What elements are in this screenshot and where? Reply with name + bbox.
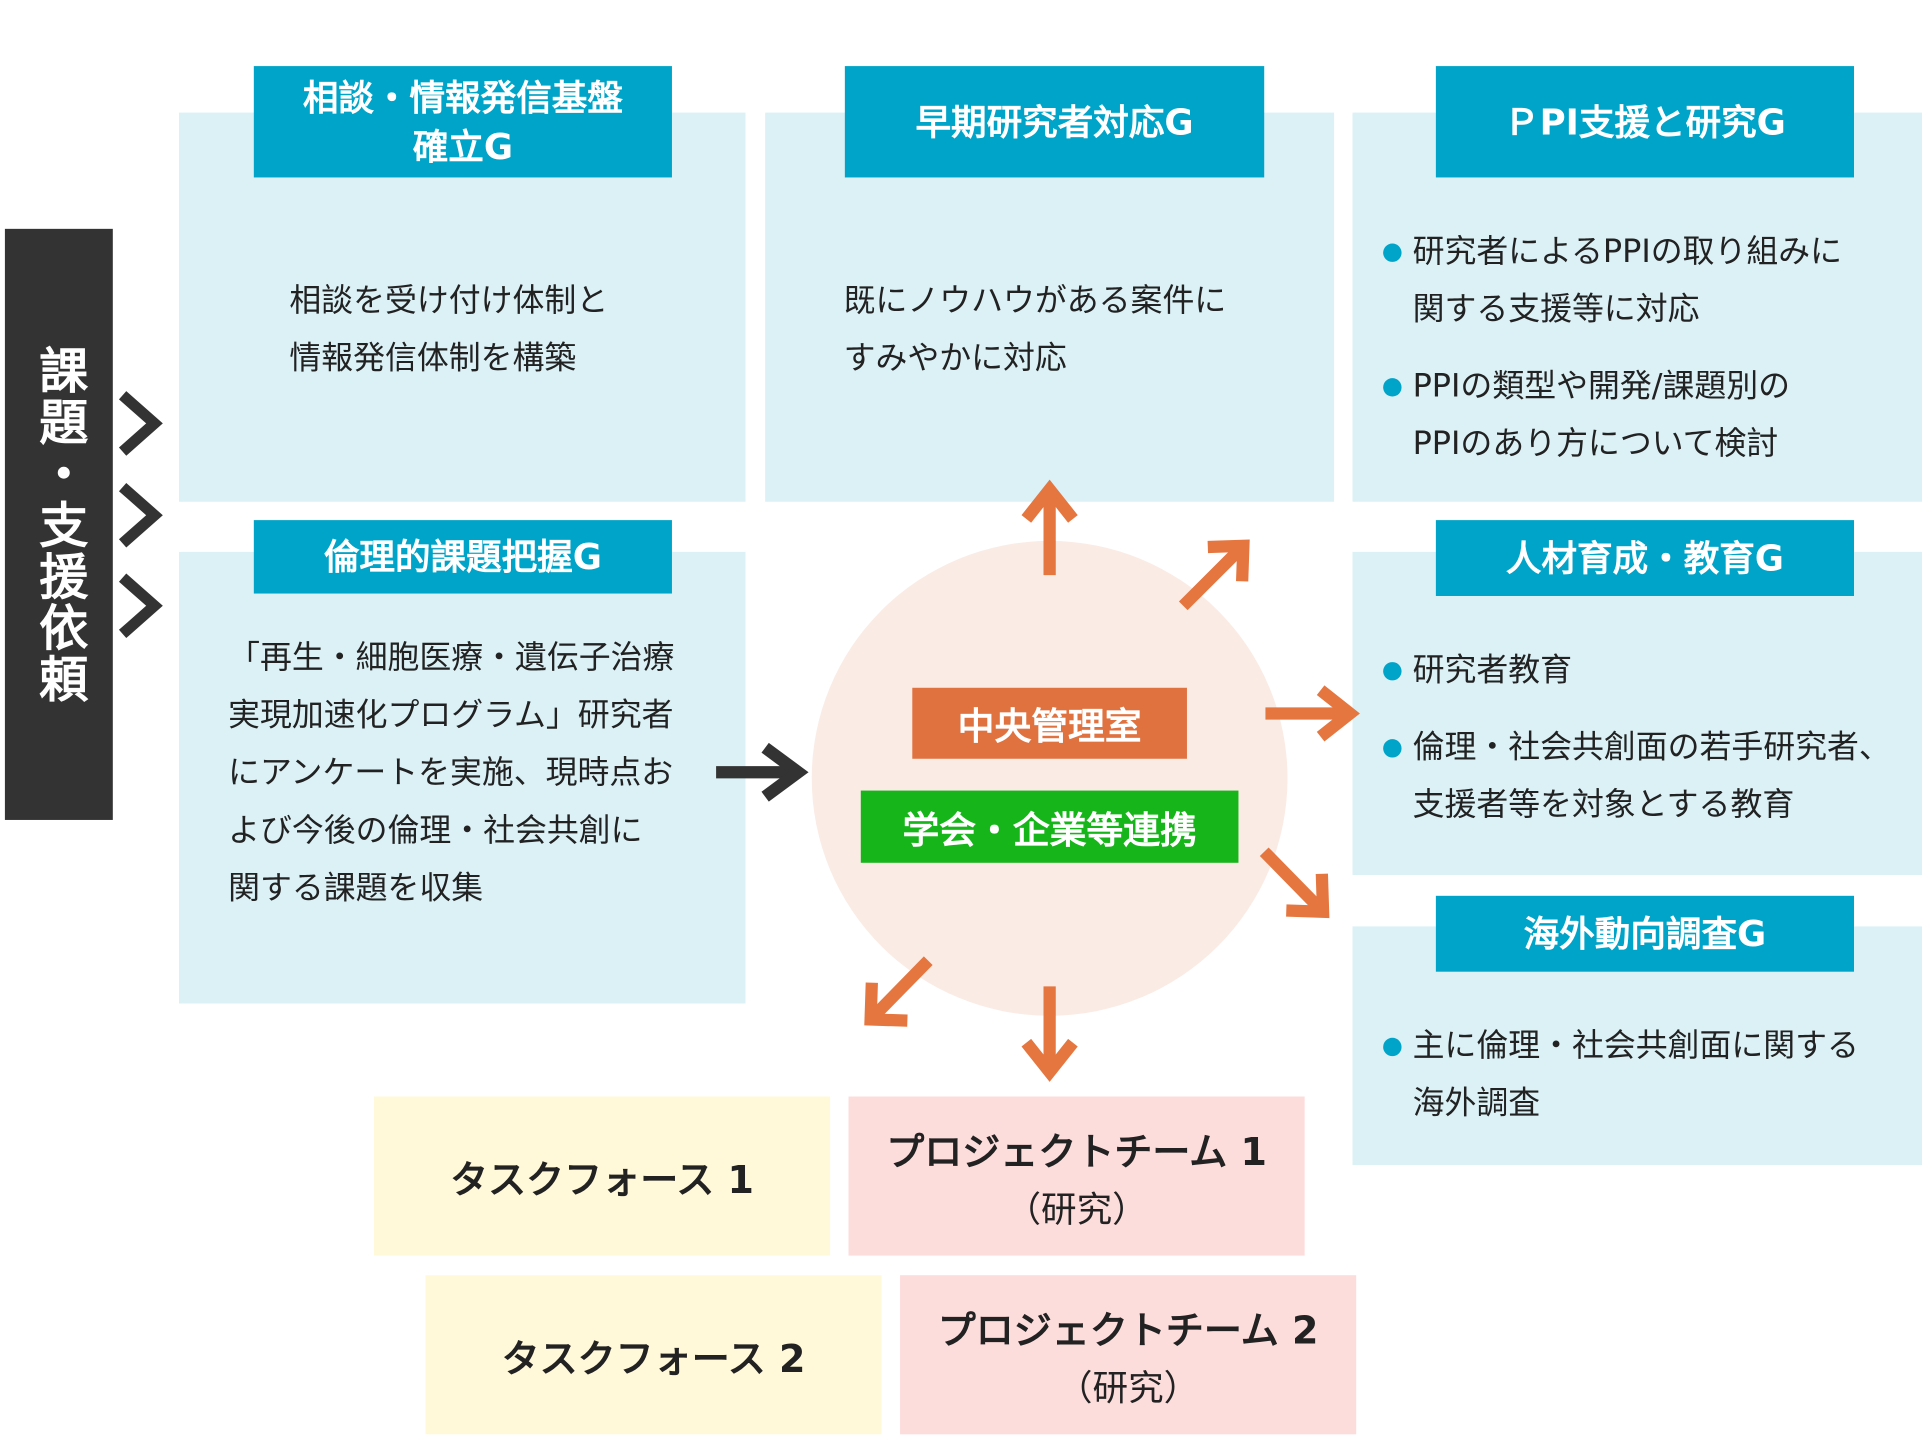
ppi-group-title: ＰPI支援と研究G: [1435, 66, 1855, 178]
list-item: 倫理・社会共創面の若手研究者、 支援者等を対象とする教育: [1383, 720, 1913, 835]
arrow-up-right-icon: [1207, 539, 1250, 582]
arrow-down-icon: [1021, 1038, 1078, 1082]
collaboration-badge: 学会・企業等連携: [860, 790, 1239, 863]
arrow-right-icon: [1316, 685, 1360, 742]
education-group-list: 研究者教育 倫理・社会共創面の若手研究者、 支援者等を対象とする教育: [1383, 642, 1913, 854]
task-force-2-box: タスクフォース 2: [425, 1275, 882, 1435]
team-label: タスクフォース 2: [501, 1337, 806, 1382]
bullet-icon: [1383, 243, 1402, 262]
overseas-group-list: 主に倫理・社会共創面に関する 海外調査: [1383, 1018, 1913, 1153]
bullet-icon: [1383, 378, 1402, 397]
team-label: プロジェクトチーム 1: [886, 1130, 1267, 1175]
arrow-right-icon: [761, 742, 809, 802]
bullet-icon: [1383, 662, 1402, 681]
list-item: 主に倫理・社会共創面に関する 海外調査: [1383, 1018, 1913, 1133]
overseas-group-title: 海外動向調査G: [1435, 895, 1855, 972]
ethics-group-title: 倫理的課題把握G: [253, 520, 672, 594]
list-item: 研究者によるPPIの取り組みに 関する支援等に対応: [1383, 224, 1910, 339]
arrow-down-left-icon: [864, 982, 908, 1027]
bullet-icon: [1383, 1037, 1402, 1057]
bullet-icon: [1383, 739, 1402, 758]
arrow-down-left-icon: [868, 956, 933, 1022]
ethics-group-panel: [179, 551, 746, 1004]
team-label: タスクフォース 1: [450, 1158, 754, 1203]
task-force-1-box: タスクフォース 1: [373, 1096, 831, 1256]
ethics-group-text: 「再生・細胞医療・遺伝子治療 実現加速化プログラム」研究者 にアンケートを実施、…: [228, 640, 675, 907]
chevron-right-icon: [118, 482, 163, 548]
arrow-up-right-icon: [1178, 543, 1246, 611]
education-group-panel: [1352, 551, 1922, 876]
early-career-group-text: 既にノウハウがある案件に すみやかに対応: [843, 282, 1227, 377]
list-item: PPIの類型や開発/課題別の PPIのあり方について検討: [1383, 359, 1910, 474]
team-label: プロジェクトチーム 2: [937, 1308, 1319, 1353]
arrow-up-icon: [1021, 479, 1078, 523]
project-team-1-box: プロジェクトチーム 1 （研究）: [848, 1096, 1305, 1256]
arrow-down-right-icon: [1286, 873, 1330, 919]
request-side-label: 課題・支援依頼: [4, 228, 113, 820]
project-team-2-box: プロジェクトチーム 2 （研究）: [900, 1275, 1357, 1435]
team-sub-label: （研究）: [1005, 1187, 1148, 1230]
chevron-right-icon: [118, 573, 163, 639]
education-group-title: 人材育成・教育G: [1435, 520, 1855, 596]
chevron-right-icon: [118, 391, 163, 456]
consultation-group-title: 相談・情報発信基盤 確立G: [253, 66, 672, 178]
early-career-group-title: 早期研究者対応G: [844, 66, 1265, 178]
ppi-group-list: 研究者によるPPIの取り組みに 関する支援等に対応 PPIの類型や開発/課題別の…: [1383, 224, 1910, 493]
central-office-badge: 中央管理室: [912, 687, 1187, 759]
list-item: 研究者教育: [1383, 642, 1913, 700]
arrow-down-right-icon: [1259, 847, 1325, 914]
consultation-group-text: 相談を受け付け体制と 情報発信体制を構築: [289, 282, 609, 377]
hub-circle: [811, 540, 1288, 1016]
team-sub-label: （研究）: [1056, 1366, 1200, 1408]
